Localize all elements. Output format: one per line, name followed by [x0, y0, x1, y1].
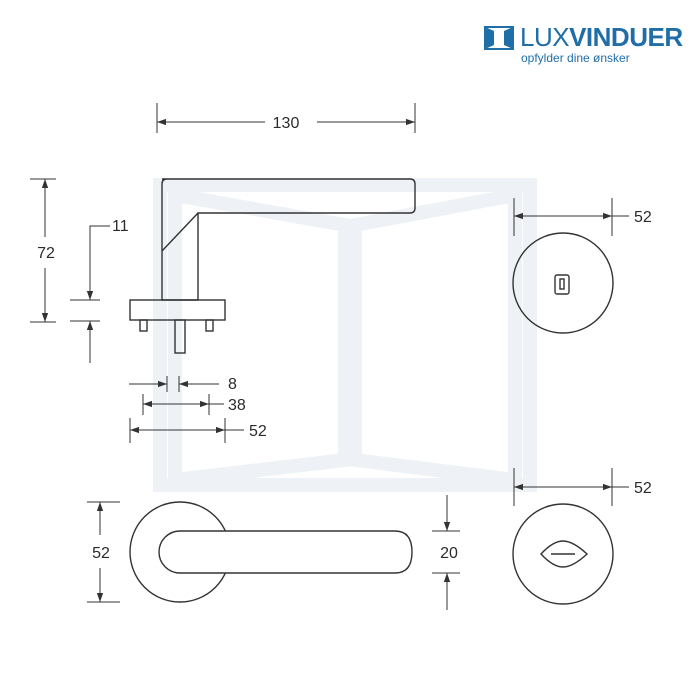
escutcheon-bottom — [512, 503, 614, 605]
handle-side-view — [129, 178, 416, 354]
dimension-52-front — [87, 501, 120, 603]
handle-front-view — [129, 501, 413, 603]
label-52-top: 52 — [634, 209, 652, 226]
label-38: 38 — [228, 397, 246, 414]
label-72: 72 — [37, 245, 55, 262]
dimension-11 — [70, 225, 110, 363]
brand-tagline: opfylder dine ønsker — [521, 51, 630, 65]
dimension-52-top — [513, 198, 629, 236]
label-52-bottom: 52 — [634, 480, 652, 497]
label-20: 20 — [440, 545, 458, 562]
dimension-52-bottom — [513, 468, 629, 506]
label-11: 11 — [112, 218, 129, 235]
brand-name: LUXVINDUER — [520, 22, 683, 52]
label-8: 8 — [228, 376, 237, 393]
label-52-rose: 52 — [249, 423, 267, 440]
dimension-52-rose — [129, 418, 244, 443]
dimension-72 — [30, 178, 56, 323]
label-130: 130 — [273, 115, 300, 132]
dimension-20 — [432, 495, 460, 610]
dimension-130 — [156, 103, 416, 133]
escutcheon-top — [512, 232, 614, 334]
dimension-38 — [142, 394, 224, 415]
brand-logo: LUXVINDUER opfylder dine ønsker — [484, 22, 684, 66]
dimension-8 — [129, 376, 219, 392]
label-52-front: 52 — [92, 545, 110, 562]
brand-name-part1: LUX — [520, 22, 570, 52]
brand-name-part2: VINDUER — [569, 22, 683, 52]
window-logo-icon — [484, 26, 514, 50]
watermark-logo-icon — [153, 178, 537, 492]
